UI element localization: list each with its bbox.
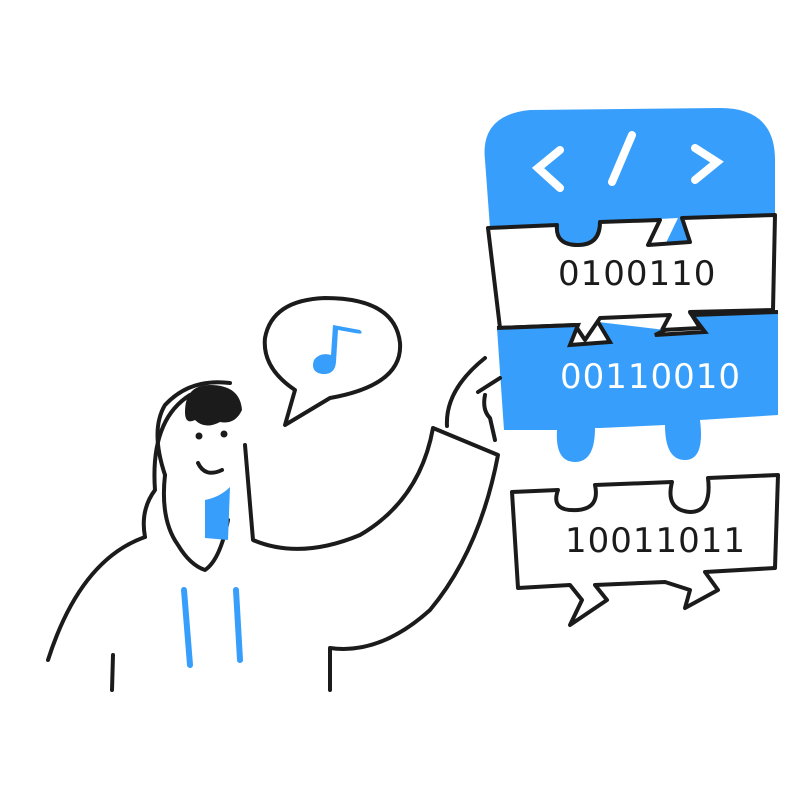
binary-text-3: 10011011 — [565, 521, 746, 561]
binary-text-2: 00110010 — [560, 357, 741, 397]
hoodie-strings — [181, 587, 243, 668]
code-brackets-icon — [531, 131, 724, 192]
binary-text-1: 0100110 — [558, 254, 716, 294]
shirt-collar — [205, 487, 230, 540]
speech-bubble — [262, 296, 403, 427]
face — [195, 430, 228, 475]
person — [46, 356, 502, 692]
code-puzzle-piece — [484, 108, 775, 245]
music-note-icon — [313, 325, 362, 375]
puzzle-piece-2: 00110010 — [496, 310, 779, 462]
puzzle-piece-1: 0100110 — [486, 213, 777, 342]
hair — [185, 385, 242, 426]
puzzle-piece-3: 10011011 — [510, 473, 780, 627]
